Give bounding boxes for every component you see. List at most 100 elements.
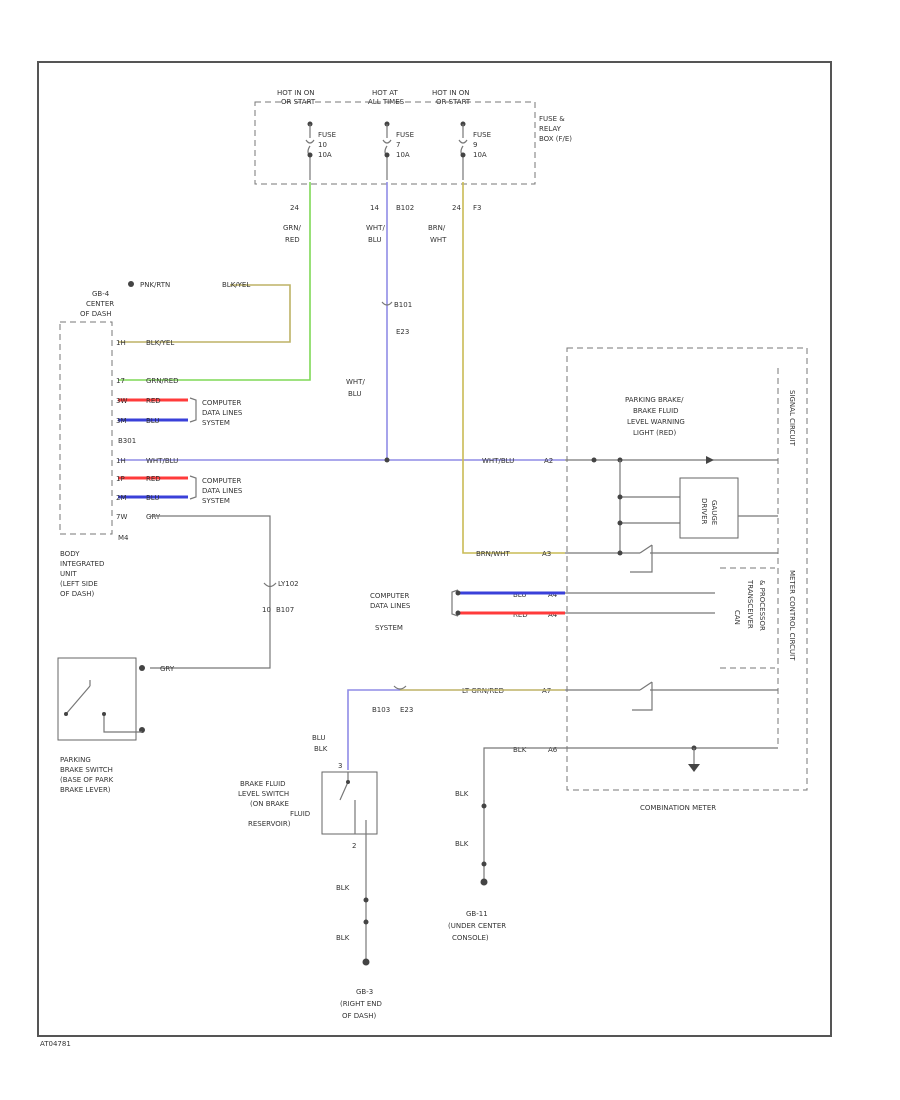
pin-row-7: 2M BLU [116,494,188,502]
pin-6-wire: RED [146,475,161,483]
gb3-label: GB-3 [356,988,373,996]
fluid-connector-symbol [393,685,407,690]
meter-row-2-wire: BRN/WHT [476,550,510,558]
pin-1-number: 1H [116,339,126,347]
gry-conn-1: LY102 [278,580,299,588]
fluid-switch-bottom-pin: 2 [352,842,356,850]
data-lines-1-bracket [189,397,197,423]
combination-meter-title: COMBINATION METER [640,804,716,812]
fuse-3-name: FUSE [473,131,491,139]
parking-switch-wire: GRY [160,665,175,673]
gb11-wire-1: BLK [455,790,469,798]
diagram-id: AT04781 [40,1040,71,1048]
fuse-3-symbol [458,124,468,180]
body-unit-top-wire-1: PNK/RTN [140,281,170,289]
fuse-3-bottom-node [460,152,466,158]
gb3-desc-2: OF DASH) [342,1012,377,1020]
meter-row-1-wire: WHT/BLU [482,457,514,465]
fuse-2-amp: 10A [396,151,410,159]
meter-row-5-switch [632,681,653,711]
pin-8-number: 7W [116,513,127,521]
warning-light-label-3: LEVEL WARNING [627,418,685,426]
gry-conn-2: 10 [262,606,271,614]
fuse-1-name: FUSE [318,131,336,139]
can-transceiver-outline [720,567,775,669]
gb11-label: GB-11 [466,910,488,918]
pin-4-wire: BLU [146,417,159,425]
meter-data-lines-2: DATA LINES [370,602,411,610]
fluid-conn-2: E23 [400,706,413,714]
meter-data-lines-bracket [451,589,459,617]
gb3-splice-1 [363,897,369,903]
parking-switch-contacts [65,680,142,733]
body-unit-title-4: (LEFT SIDE [60,580,98,588]
wire-grn-red-label-2: RED [285,236,300,244]
parking-switch-terminal-top [139,665,145,671]
pin-6-number: 1P [116,475,125,483]
wire-brn-wht-conn: F3 [473,204,481,212]
wire-blk-yel [118,284,291,343]
fluid-switch-title-5: RESERVOIR) [248,820,291,828]
fuse-box-title-line2: RELAY [539,125,562,133]
meter-row-1-pin: A2 [544,457,553,465]
wire-grn-red-pin: 24 [290,204,299,212]
parking-switch-title-1: PARKING [60,756,91,764]
fuse-1-bottom-node [307,152,313,158]
fluid-switch-title-3: (ON BRAKE [250,800,289,808]
parking-switch-box [57,657,137,741]
meter-data-lines-1: COMPUTER [370,592,409,600]
gb11-desc-1: (UNDER CENTER [448,922,506,930]
can-label-1: CAN [733,610,741,625]
wire-wht-blu-splice-conn: B101 [394,301,412,309]
gb4-label: GB-4 [92,290,110,298]
gb3-desc-1: (RIGHT END [340,1000,382,1008]
fuse-box-outline [254,101,536,185]
fuse-relay-box: HOT IN ON OR START HOT AT ALL TIMES HOT … [254,89,572,185]
fluid-switch-title-2: LEVEL SWITCH [238,790,289,798]
meter-row-3-pin: A4 [548,591,558,599]
body-unit-title-1: BODY [60,550,80,558]
fluid-switch-top-pin: 3 [338,762,342,770]
wire-grn-red [118,182,311,381]
brake-fluid-level-switch: 3 BRAKE FLUID LEVEL SWITCH (ON BRAKE FLU… [238,762,378,850]
meter-row-5-pin: A7 [542,687,551,695]
fluid-switch-pivot [346,780,350,784]
meter-row-2-pin: A3 [542,550,551,558]
fuse-header-1-line1: HOT IN ON [277,89,315,97]
fluid-switch-title-1: BRAKE FLUID [240,780,286,788]
meter-row-2-switch [630,544,653,573]
data-lines-2-bracket [189,475,197,500]
fuse-header-3-line2: OR START [436,98,471,106]
fuse-header-2-line1: HOT AT [372,89,399,97]
wire-wht-blu-lower-label-2: BLU [348,390,361,398]
meter-row-4-wire: RED [513,611,528,619]
fuse-1-amp: 10A [318,151,332,159]
meter-row-2-node [617,550,623,556]
pin-2-number: 17 [116,377,125,385]
pin-7-number: 2M [116,494,127,502]
data-lines-2-line2: DATA LINES [202,487,243,495]
pin-8-wire: GRY [146,513,161,521]
gry-connector-symbol [263,582,277,588]
gb3-splice-2 [363,919,369,925]
wire-wht-blu-pin: 14 [370,204,379,212]
parking-switch-pivot [64,712,68,716]
meter-row-6-wire: BLK [513,746,527,754]
fuse-header-3-line1: HOT IN ON [432,89,470,97]
wire-brn-wht-label-1: BRN/ [428,224,446,232]
meter-row-1-node-a [591,457,597,463]
gauge-driver-label-2: DRIVER [700,498,708,525]
body-unit-title-5: OF DASH) [60,590,95,598]
meter-ground-icon [688,764,700,772]
gb3-wire-2: BLK [336,934,350,942]
pin-1-wire: BLK/YEL [146,339,174,347]
fuse-1-number: 10 [318,141,327,149]
wire-gry [150,515,271,669]
pin-2-wire: GRN/RED [146,377,179,385]
pin-7-wire: BLU [146,494,159,502]
warning-light-led-icon [706,456,714,464]
combination-meter: PARKING BRAKE/ BRAKE FLUID LEVEL WARNING… [370,347,808,812]
fuse-header-1-line2: OR START [281,98,316,106]
can-label-2: TRANSCEIVER [746,579,754,629]
